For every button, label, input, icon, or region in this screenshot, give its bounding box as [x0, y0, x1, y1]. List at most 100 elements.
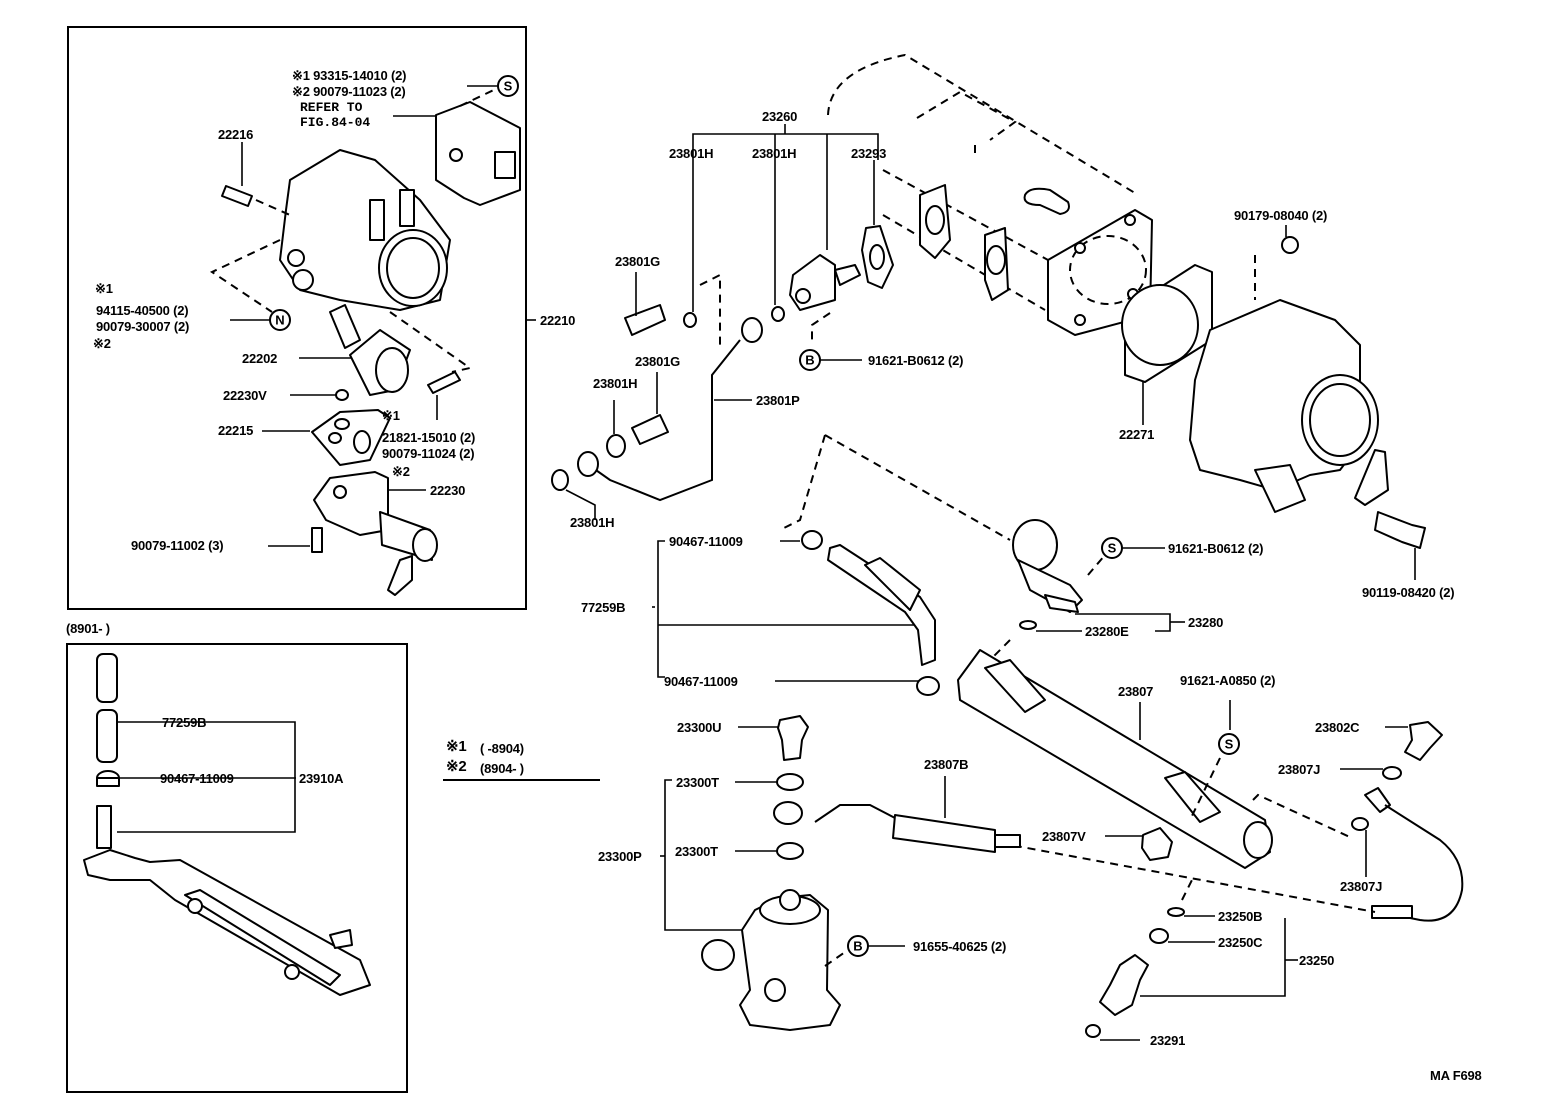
part-22230[interactable]: 22230 [430, 483, 466, 498]
part-23300U[interactable]: 23300U [677, 720, 722, 735]
part-90079-11024[interactable]: 90079-11024 (2) [382, 446, 475, 461]
note-mark-1: ※1 [95, 281, 113, 296]
washer-23801H-c-drawing [606, 434, 626, 458]
part-91655-40625[interactable]: 91655-40625 (2) [913, 939, 1007, 954]
symbol-s-right-text: S [1108, 541, 1117, 556]
callout-93315-14010[interactable]: ※1 93315-14010 (2) [292, 68, 407, 83]
part-91621-B0612-a[interactable]: 91621-B0612 (2) [868, 353, 964, 368]
callout-90079-11023[interactable]: ※2 90079-11023 (2) [292, 84, 406, 99]
gasket-23300T-b-drawing [776, 842, 804, 860]
note-1-range: ( -8904) [480, 741, 524, 756]
part-21821-15010[interactable]: 21821-15010 (2) [382, 430, 476, 445]
part-23801G-b[interactable]: 23801G [635, 354, 681, 369]
washer-23801H-d-drawing [551, 469, 569, 491]
washer-23801H-b-drawing [771, 306, 785, 322]
part-23801H-a[interactable]: 23801H [669, 146, 714, 161]
part-22230V[interactable]: 22230V [223, 388, 267, 403]
part-23280[interactable]: 23280 [1188, 615, 1224, 630]
part-23807J-b[interactable]: 23807J [1340, 879, 1383, 894]
part-23300T-a[interactable]: 23300T [676, 775, 719, 790]
part-90119-08420[interactable]: 90119-08420 (2) [1362, 585, 1455, 600]
part-23300T-b[interactable]: 23300T [675, 844, 718, 859]
refer-fig-link[interactable]: FIG.84-04 [300, 115, 371, 130]
part-22215[interactable]: 22215 [218, 423, 254, 438]
part-23807J-a[interactable]: 23807J [1278, 762, 1321, 777]
throttle-body-right-drawing [1189, 236, 1389, 513]
bolt-90119-drawing [1374, 511, 1426, 549]
pulsation-damper-drawing [701, 889, 841, 1031]
part-22202[interactable]: 22202 [242, 351, 278, 366]
hose-top-drawing [96, 653, 118, 703]
symbol-s-text: S [504, 79, 513, 94]
o-ring-23250B-drawing [1167, 907, 1185, 917]
part-23293[interactable]: 23293 [851, 146, 887, 161]
delivery-pipe-23807-drawing [957, 649, 1273, 869]
fuel-pipe-23801P-drawing [577, 317, 763, 502]
seal-23291-drawing [1085, 1024, 1101, 1038]
inset-period-label: (8901- ) [66, 621, 110, 636]
part-23250[interactable]: 23250 [1299, 953, 1335, 968]
part-22210[interactable]: 22210 [540, 313, 576, 328]
refer-to-label: REFER TO [300, 100, 363, 115]
part-77259B[interactable]: 77259B [581, 600, 626, 615]
fuel-pipe-assy-drawing [83, 805, 371, 996]
part-91621-B0612-b[interactable]: 91621-B0612 (2) [1168, 541, 1264, 556]
gasket-22271-drawing [1121, 264, 1213, 383]
symbol-b-lower-text: B [853, 939, 862, 954]
part-23260[interactable]: 23260 [762, 109, 798, 124]
o-ring-23280E-drawing [1019, 620, 1037, 630]
part-90079-30007[interactable]: 90079-30007 (2) [96, 319, 190, 334]
injector-23250-drawing [1099, 954, 1149, 1016]
inset-23910A-box [66, 643, 408, 1093]
part-23807B[interactable]: 23807B [924, 757, 969, 772]
part-23807[interactable]: 23807 [1118, 684, 1154, 699]
part-23250B[interactable]: 23250B [1218, 909, 1263, 924]
part-23801H-d[interactable]: 23801H [570, 515, 615, 530]
washer-23801H-a-drawing [683, 312, 697, 328]
union-bolt-23802C-drawing [1404, 721, 1443, 761]
note-1-mark: ※1 [446, 738, 467, 755]
part-90467-11009-top[interactable]: 90467-11009 [669, 534, 743, 549]
inset-part-77259B[interactable]: 77259B [162, 715, 207, 730]
cap-23807V-drawing [1141, 827, 1173, 861]
washer-23807J-a-drawing [1382, 766, 1402, 780]
part-23250C[interactable]: 23250C [1218, 935, 1263, 950]
part-22271[interactable]: 22271 [1119, 427, 1155, 442]
clamp-90467-top-drawing [801, 530, 823, 550]
part-22216[interactable]: 22216 [218, 127, 254, 142]
note-mark-2-isc: ※2 [392, 464, 410, 479]
throttle-body-group-box [67, 26, 527, 610]
inset-part-90467-11009[interactable]: 90467-11009 [160, 771, 234, 786]
part-23801H-b[interactable]: 23801H [752, 146, 797, 161]
part-91621-A0850[interactable]: 91621-A0850 (2) [1180, 673, 1276, 688]
gasket-23300T-a-drawing [776, 773, 804, 791]
part-23280E[interactable]: 23280E [1085, 624, 1129, 639]
part-23291[interactable]: 23291 [1150, 1033, 1186, 1048]
bolt-23801G-a-drawing [624, 304, 666, 336]
part-94115-40500[interactable]: 94115-40500 (2) [96, 303, 189, 318]
part-23807V[interactable]: 23807V [1042, 829, 1086, 844]
part-23801P[interactable]: 23801P [756, 393, 800, 408]
hose-77259B-center-drawing [827, 544, 936, 666]
gasket-23293-drawing [861, 225, 894, 289]
clamp-90467-drawing [96, 770, 120, 787]
union-bolt-23300U-drawing [777, 715, 809, 761]
part-23802C[interactable]: 23802C [1315, 720, 1360, 735]
part-90079-11002[interactable]: 90079-11002 (3) [131, 538, 224, 553]
throttle-position-sensor-drawing [435, 101, 521, 206]
part-23300P[interactable]: 23300P [598, 849, 642, 864]
part-23801G-a[interactable]: 23801G [615, 254, 661, 269]
valve-22202-drawing [329, 304, 411, 396]
part-90179-08040[interactable]: 90179-08040 (2) [1234, 208, 1328, 223]
note-mark-2: ※2 [93, 336, 111, 351]
fuel-hose-23807B-drawing [773, 801, 1021, 853]
symbol-n-text: N [275, 313, 284, 328]
washer-23807J-b-drawing [1351, 817, 1369, 831]
part-90467-11009-bottom[interactable]: 90467-11009 [664, 674, 738, 689]
symbol-b-text: B [805, 353, 814, 368]
fuel-hose-right-drawing [1364, 787, 1464, 922]
inset-part-23910A[interactable]: 23910A [299, 771, 344, 786]
hose-77259B-drawing [96, 709, 118, 763]
part-23801H-c[interactable]: 23801H [593, 376, 638, 391]
spring-22216-drawing [221, 185, 253, 207]
